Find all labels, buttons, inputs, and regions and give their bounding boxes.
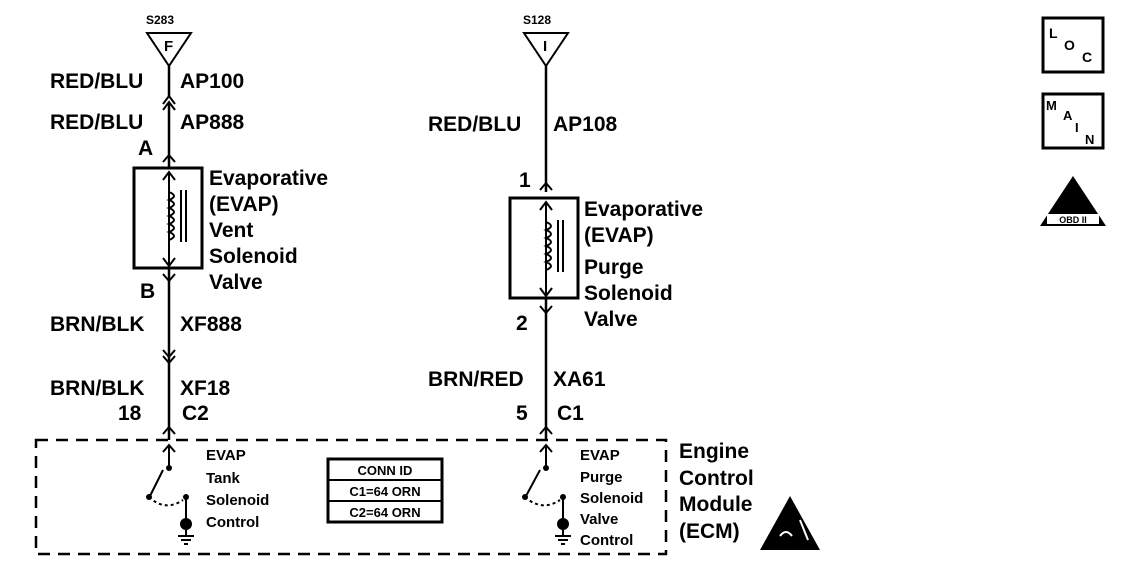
ecm-label-line-1: Engine <box>679 440 749 463</box>
splice-label-right: S128 <box>523 13 551 27</box>
coil-icon <box>166 191 175 241</box>
conn-id-row-1: C1=64 ORN <box>349 484 420 499</box>
purge-control-line-3: Solenoid <box>580 490 643 507</box>
ground-icon <box>557 518 569 530</box>
tank-solenoid-switch: EVAP Tank Solenoid Control <box>146 443 269 545</box>
obd-label: OBD II <box>1059 215 1087 225</box>
purge-control-line-5: Control <box>580 532 633 549</box>
vent-label-line-5: Valve <box>209 271 263 294</box>
circuit-left-4: XF18 <box>180 377 231 400</box>
ecm-connector-right: C1 <box>557 402 584 425</box>
ecm-label-line-4: (ECM) <box>679 520 740 543</box>
circuit-left-2: AP888 <box>180 111 245 134</box>
splice-letter-right: I <box>543 38 547 55</box>
purge-label-line-5: Valve <box>584 308 638 331</box>
tank-control-line-2: Tank <box>206 470 241 487</box>
purge-label-line-4: Solenoid <box>584 282 673 305</box>
conn-id-row-2: C2=64 ORN <box>349 505 420 520</box>
vent-label-line-4: Solenoid <box>209 245 298 268</box>
coil-icon <box>543 221 552 271</box>
wire-color-left-3: BRN/BLK <box>50 313 145 336</box>
purge-label-line-2: (EVAP) <box>584 224 654 247</box>
tank-control-line-1: EVAP <box>206 447 246 464</box>
switch-contact-icon <box>149 469 164 497</box>
splice-triangle-left <box>145 32 193 68</box>
vent-label-line-1: Evaporative <box>209 167 328 190</box>
wire-color-right-2: BRN/RED <box>428 368 524 391</box>
obd-warning-icon[interactable]: OBD II <box>1040 176 1106 226</box>
pin-a-label: A <box>138 137 153 160</box>
wire-color-right-1: RED/BLU <box>428 113 521 136</box>
purge-control-line-4: Valve <box>580 511 618 528</box>
main-icon[interactable]: M A I N <box>1041 92 1105 150</box>
esd-warning-icon <box>760 496 820 550</box>
left-circuit: S283 F RED/BLU AP100 RED/BLU AP888 A Eva… <box>50 13 328 440</box>
wire-color-left-2: RED/BLU <box>50 111 143 134</box>
ecm-label: Engine Control Module (ECM) <box>679 440 754 543</box>
circuit-right-1: AP108 <box>553 113 618 136</box>
loc-letter-2: O <box>1064 37 1075 53</box>
conn-id-header: CONN ID <box>358 463 413 478</box>
main-letter-1: M <box>1046 98 1057 113</box>
pin-1-label: 1 <box>519 169 531 192</box>
pin-2-terminal <box>539 305 553 315</box>
pin-2-label: 2 <box>516 312 528 335</box>
tank-control-line-3: Solenoid <box>206 492 269 509</box>
purge-control-line-1: EVAP <box>580 447 620 464</box>
circuit-right-2: XA61 <box>553 368 606 391</box>
pin-b-label: B <box>140 280 155 303</box>
wire-color-left-1: RED/BLU <box>50 70 143 93</box>
ecm-pin-left: 18 <box>118 402 142 425</box>
ecm-boundary <box>34 438 668 556</box>
splice-triangle-right <box>522 32 570 68</box>
tank-control-line-4: Control <box>206 514 259 531</box>
pin-a-terminal <box>162 153 176 163</box>
vent-label-line-3: Vent <box>209 219 253 242</box>
switch-contact-icon <box>525 469 541 497</box>
conn-id-table: CONN ID C1=64 ORN C2=64 ORN <box>326 457 444 524</box>
ground-icon <box>180 518 192 530</box>
purge-solenoid-switch: EVAP Purge Solenoid Valve Control <box>522 443 643 549</box>
main-letter-4: N <box>1085 132 1094 147</box>
loc-letter-1: L <box>1049 25 1058 41</box>
inline-connector-left <box>162 94 176 111</box>
right-circuit: S128 I RED/BLU AP108 1 Evaporative (EVAP… <box>428 13 703 440</box>
purge-label-line-3: Purge <box>584 256 644 279</box>
loc-icon[interactable]: L O C <box>1041 16 1105 74</box>
wire-color-left-4: BRN/BLK <box>50 377 145 400</box>
main-letter-3: I <box>1075 120 1079 135</box>
main-letter-2: A <box>1063 108 1073 123</box>
purge-control-line-2: Purge <box>580 469 623 486</box>
ecm-pin-right: 5 <box>516 402 528 425</box>
ecm-label-line-2: Control <box>679 467 754 490</box>
purge-label-line-1: Evaporative <box>584 198 703 221</box>
vent-label-line-2: (EVAP) <box>209 193 279 216</box>
splice-label-left: S283 <box>146 13 174 27</box>
pin-1-terminal <box>539 181 553 191</box>
ecm-connector-left: C2 <box>182 402 209 425</box>
purge-solenoid-box <box>508 196 580 300</box>
ecm-label-line-3: Module <box>679 493 753 516</box>
splice-letter-left: F <box>164 38 173 55</box>
circuit-left-3: XF888 <box>180 313 242 336</box>
circuit-left-1: AP100 <box>180 70 244 93</box>
loc-letter-3: C <box>1082 49 1092 65</box>
